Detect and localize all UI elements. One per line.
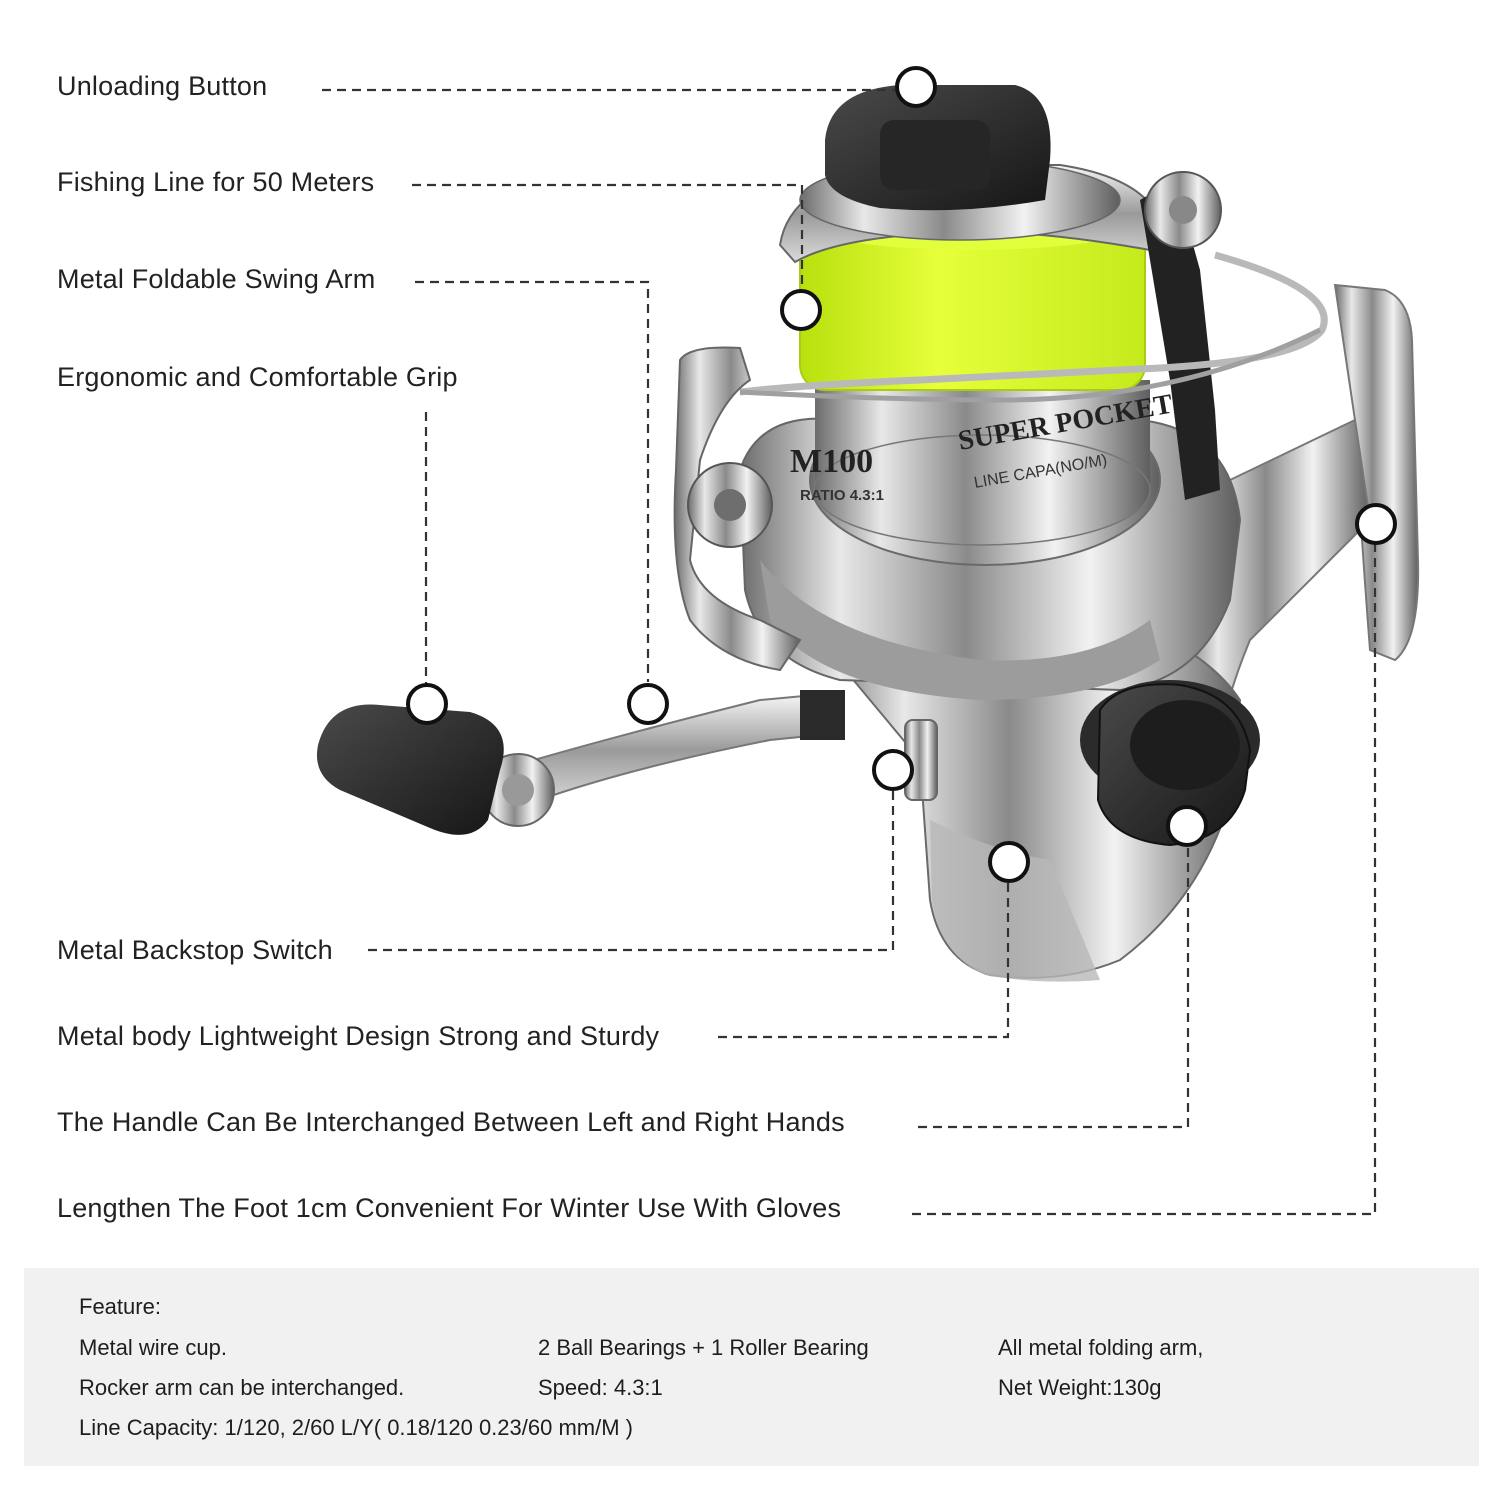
bail-arm-bracket: [1140, 180, 1220, 500]
callout-unloading-button: Unloading Button: [57, 71, 268, 101]
feature-col1-item: Line Capacity: 1/120, 2/60 L/Y( 0.18/120…: [79, 1415, 633, 1440]
feature-col3-item: Net Weight:130g: [998, 1375, 1162, 1400]
feature-panel: [24, 1268, 1479, 1466]
bail-bracket-left: [673, 346, 802, 672]
feature-col1-item: Rocker arm can be interchanged.: [79, 1375, 405, 1400]
callout-swing-arm: Metal Foldable Swing Arm: [57, 264, 376, 294]
backstop-switch: [904, 719, 938, 801]
feature-col2-item: Speed: 4.3:1: [538, 1375, 663, 1400]
callout-grip: Ergonomic and Comfortable Grip: [57, 362, 458, 392]
callout-fishing-line: Fishing Line for 50 Meters: [57, 167, 375, 197]
callout-metal-body: Metal body Lightweight Design Strong and…: [57, 1021, 660, 1051]
feature-title: Feature:: [79, 1294, 161, 1319]
feature-col1-item: Metal wire cup.: [79, 1335, 227, 1360]
callout-foot: Lengthen The Foot 1cm Convenient For Win…: [57, 1193, 842, 1223]
feature-col3-item: All metal folding arm,: [998, 1335, 1204, 1360]
unloading-button-inner: [880, 120, 990, 190]
feature-col2-item: 2 Ball Bearings + 1 Roller Bearing: [538, 1335, 869, 1360]
callout-backstop-switch: Metal Backstop Switch: [57, 935, 333, 965]
callout-handle-interchange: The Handle Can Be Interchanged Between L…: [57, 1107, 845, 1137]
reel-model-text: M100: [790, 443, 873, 480]
reel-ratio-text: RATIO 4.3:1: [800, 487, 884, 504]
handle-grip: [316, 704, 504, 835]
